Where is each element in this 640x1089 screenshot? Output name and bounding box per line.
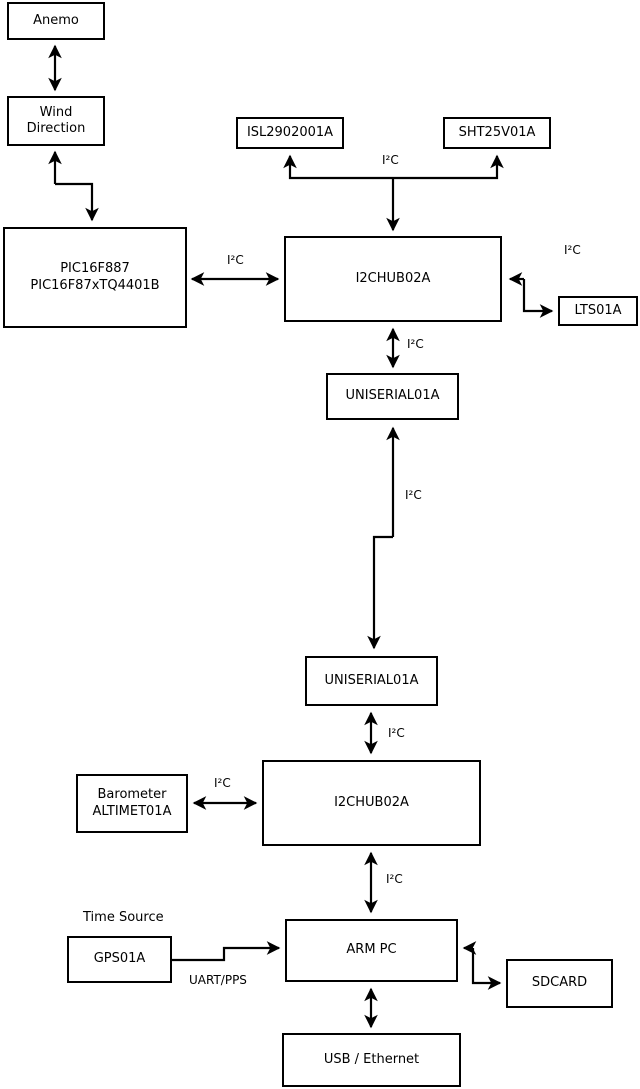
- edge-label-i2c-barometer-hub: I²C: [214, 776, 231, 790]
- node-wind-direction-label: Wind Direction: [26, 104, 86, 136]
- node-arm-pc-label: ARM PC: [346, 942, 397, 958]
- edge-armpc-to-sdcard: [471, 948, 502, 990]
- node-i2chub02a-top[interactable]: I2CHUB02A: [284, 236, 502, 322]
- edge-label-i2c-uniserial-link: I²C: [405, 488, 422, 502]
- edge-gps-armpc: [172, 941, 281, 962]
- node-wind-direction[interactable]: Wind Direction: [7, 96, 105, 146]
- node-usb-ethernet-label: USB / Ethernet: [323, 1051, 420, 1067]
- edge-label-i2c-hub-armpc: I²C: [386, 872, 403, 886]
- node-lts01a[interactable]: LTS01A: [558, 296, 638, 326]
- node-gps01a-label: GPS01A: [93, 951, 146, 967]
- edge-wind-pic-run: [55, 182, 99, 222]
- node-anemo[interactable]: Anemo: [7, 2, 105, 40]
- node-sht25v01a[interactable]: SHT25V01A: [443, 117, 551, 149]
- edge-label-uart-pps: UART/PPS: [189, 973, 247, 987]
- node-arm-pc[interactable]: ARM PC: [285, 919, 458, 982]
- node-pic-mcu[interactable]: PIC16F887 PIC16F87xTQ4401B: [3, 227, 187, 328]
- node-barometer-altimet01a[interactable]: Barometer ALTIMET01A: [76, 774, 188, 833]
- node-uniserial01a-top[interactable]: UNISERIAL01A: [326, 373, 459, 420]
- node-sht25v01a-label: SHT25V01A: [458, 124, 536, 140]
- node-anemo-label: Anemo: [33, 12, 79, 28]
- edge-bus-to-isl: [283, 154, 393, 180]
- node-barometer-altimet01a-label: Barometer ALTIMET01A: [92, 787, 172, 819]
- node-pic-mcu-label: PIC16F887 PIC16F87xTQ4401B: [30, 261, 160, 293]
- edge-uniserial-link-down: [367, 535, 393, 650]
- node-i2chub02a-bottom-label: I2CHUB02A: [334, 794, 409, 810]
- node-sdcard-label: SDCARD: [531, 975, 588, 991]
- node-uniserial01a-bottom-label: UNISERIAL01A: [324, 672, 419, 688]
- node-i2chub02a-top-label: I2CHUB02A: [355, 270, 431, 286]
- label-time-source: Time Source: [83, 910, 164, 925]
- edge-label-i2c-pic-hub: I²C: [227, 253, 244, 267]
- node-sdcard[interactable]: SDCARD: [506, 959, 613, 1008]
- edge-label-i2c-sensors-top: I²C: [382, 153, 399, 167]
- edge-hub-to-lts: [522, 279, 554, 318]
- node-uniserial01a-bottom[interactable]: UNISERIAL01A: [305, 656, 438, 706]
- edge-label-i2c-hub-uniserial: I²C: [407, 337, 424, 351]
- edge-label-i2c-uniserial-hub: I²C: [388, 726, 405, 740]
- edge-bus-to-sht: [393, 154, 504, 180]
- node-uniserial01a-top-label: UNISERIAL01A: [345, 388, 440, 404]
- node-isl2902001a-label: ISL2902001A: [246, 124, 334, 140]
- edge-label-i2c-hub-lts: I²C: [564, 243, 581, 257]
- node-i2chub02a-bottom[interactable]: I2CHUB02A: [262, 760, 481, 846]
- node-usb-ethernet[interactable]: USB / Ethernet: [282, 1033, 461, 1087]
- node-gps01a[interactable]: GPS01A: [67, 936, 172, 983]
- node-lts01a-label: LTS01A: [574, 302, 622, 318]
- node-isl2902001a[interactable]: ISL2902001A: [236, 117, 344, 149]
